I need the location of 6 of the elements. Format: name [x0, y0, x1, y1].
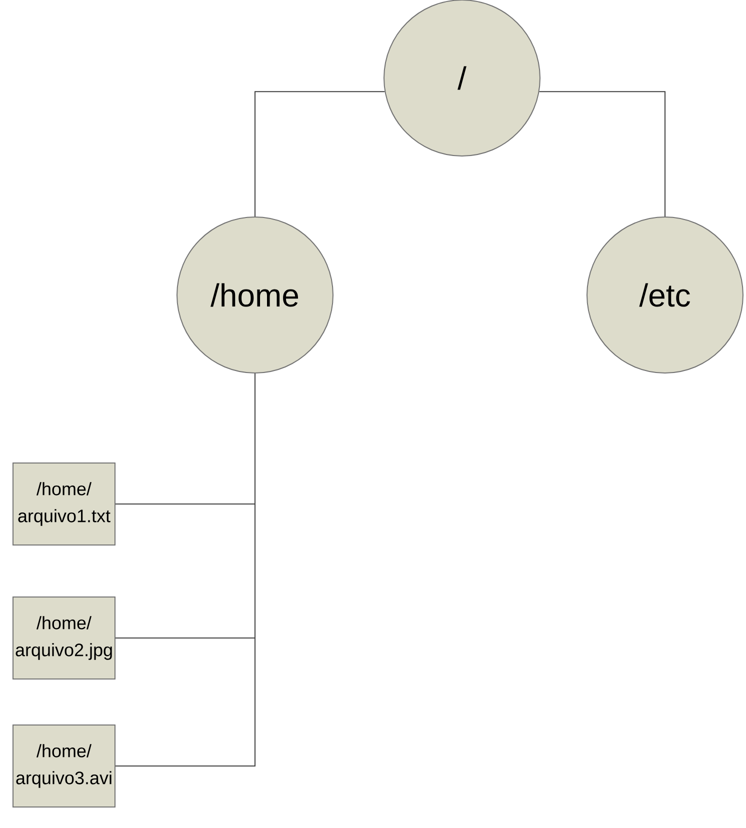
connector-line — [254, 91, 386, 217]
connector-line — [538, 91, 666, 217]
file-box: /home/ arquivo2.jpg — [12, 596, 116, 680]
file-box: /home/ arquivo1.txt — [12, 462, 116, 546]
file-box: /home/ arquivo3.avi — [12, 724, 116, 808]
connector-line — [115, 373, 256, 766]
